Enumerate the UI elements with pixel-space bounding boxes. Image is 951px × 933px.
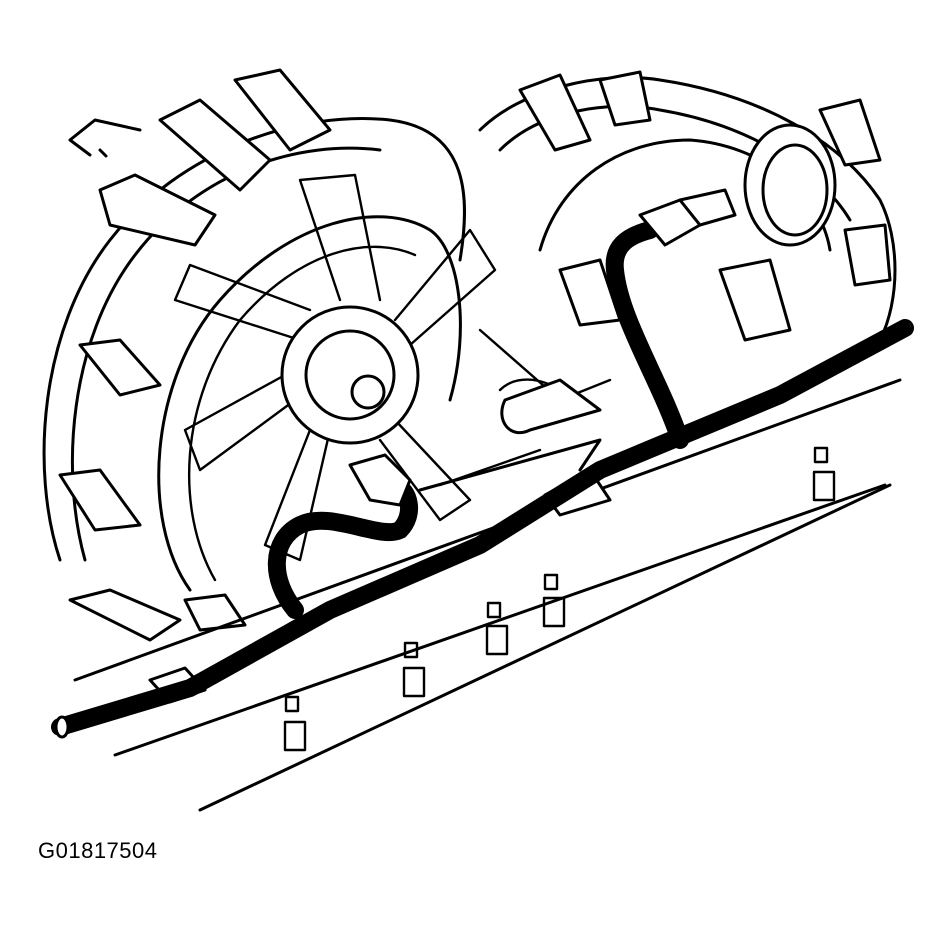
wiring-harness-conduit <box>51 188 914 739</box>
left-cooling-fan <box>42 68 497 642</box>
radiator-support <box>73 378 902 812</box>
right-cooling-fan <box>478 70 897 435</box>
figure-id-label: G01817504 <box>38 838 158 863</box>
